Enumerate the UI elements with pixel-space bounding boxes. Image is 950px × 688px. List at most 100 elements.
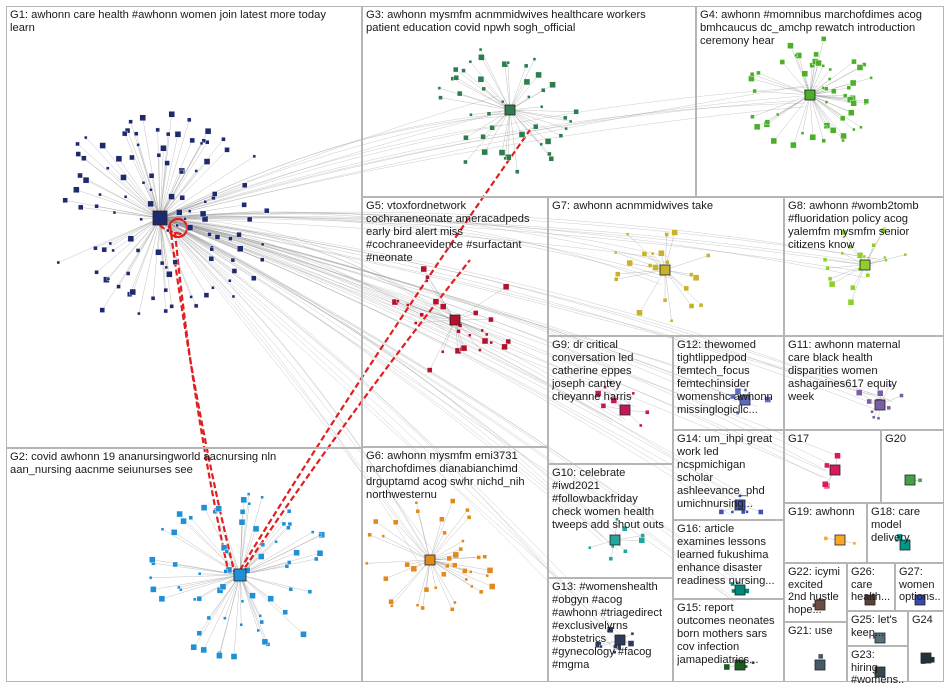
- inter-group-edge: [159, 95, 499, 219]
- node: [850, 284, 856, 291]
- group-g21: G21: use: [784, 622, 847, 682]
- edge: [110, 217, 161, 244]
- inter-group-edge: [159, 217, 465, 325]
- node: [523, 78, 531, 86]
- node: [128, 119, 133, 124]
- node: [216, 652, 223, 659]
- node: [743, 388, 748, 392]
- inter-group-edge: [159, 217, 876, 396]
- edge: [429, 319, 456, 371]
- edge: [208, 574, 241, 619]
- group-g10: G10: celebrate #iwd2021 #followbackfrida…: [548, 464, 673, 578]
- edge: [77, 143, 161, 219]
- inter-group-edge: [159, 217, 433, 552]
- node: [78, 204, 84, 211]
- inter-group-edge: [159, 112, 502, 219]
- node: [515, 169, 520, 174]
- node: [261, 638, 269, 646]
- node: [623, 549, 628, 554]
- hub-node: [914, 594, 926, 606]
- node: [610, 397, 618, 404]
- node: [172, 259, 179, 265]
- inter-group-edge: [159, 217, 834, 466]
- hub-node: [659, 264, 671, 276]
- node: [485, 332, 489, 337]
- node: [149, 188, 153, 192]
- edge: [127, 217, 161, 274]
- edge: [233, 574, 241, 657]
- node: [93, 245, 98, 251]
- group-g2: G2: covid awhonn 19 ananursingworld aacn…: [6, 448, 362, 682]
- node: [698, 302, 704, 308]
- node: [770, 137, 777, 145]
- node: [186, 224, 194, 231]
- node: [193, 303, 199, 309]
- edge: [161, 574, 241, 600]
- edge: [180, 574, 241, 590]
- node: [852, 127, 856, 132]
- edge: [179, 513, 241, 576]
- node: [564, 126, 568, 131]
- edge: [159, 163, 168, 219]
- edge: [864, 230, 884, 266]
- node: [179, 169, 184, 175]
- group-g20: G20: [881, 430, 944, 503]
- inter-group-edge: [159, 217, 744, 387]
- node: [851, 58, 857, 65]
- edge: [509, 109, 552, 159]
- inter-group-edge: [159, 217, 894, 402]
- edge: [99, 194, 161, 219]
- edge: [159, 217, 263, 245]
- node: [155, 249, 162, 256]
- node: [193, 597, 197, 602]
- edge: [157, 129, 161, 219]
- node: [365, 561, 369, 566]
- node: [872, 415, 876, 419]
- node: [158, 595, 166, 603]
- node: [287, 560, 292, 565]
- node: [300, 631, 307, 638]
- node: [310, 530, 315, 534]
- edge: [65, 200, 161, 219]
- node: [671, 229, 678, 236]
- node: [848, 109, 855, 116]
- node: [452, 562, 458, 568]
- hub-node: [152, 210, 168, 226]
- node: [503, 156, 507, 161]
- edge: [509, 109, 562, 136]
- node: [489, 340, 493, 345]
- node: [231, 268, 238, 274]
- edge: [429, 559, 467, 580]
- node: [863, 98, 870, 105]
- edge: [79, 175, 161, 219]
- node: [127, 235, 135, 242]
- node: [631, 391, 636, 396]
- inter-group-edge: [159, 213, 880, 260]
- node: [415, 509, 421, 514]
- edge: [509, 59, 535, 111]
- node: [219, 583, 227, 591]
- node: [917, 478, 923, 483]
- group-g9: G9: dr critical conversation led catheri…: [548, 336, 673, 464]
- node: [692, 274, 700, 282]
- edge: [159, 210, 267, 219]
- node: [801, 70, 808, 77]
- group-g13-label: G13: #womenshealth #obgyn #acog #awhonn …: [552, 581, 663, 671]
- node: [568, 119, 573, 124]
- edge: [159, 134, 169, 219]
- edge: [383, 535, 431, 561]
- edge: [159, 217, 241, 250]
- node: [175, 223, 179, 228]
- node: [207, 232, 212, 237]
- edge: [793, 94, 811, 146]
- edge: [508, 109, 511, 158]
- node: [594, 390, 602, 397]
- inter-group-edge: [159, 217, 828, 472]
- hub-node: [734, 499, 746, 511]
- hub-node: [739, 394, 751, 406]
- inter-group-edge: [159, 217, 632, 404]
- node: [478, 348, 482, 352]
- edge: [395, 522, 431, 561]
- node: [246, 492, 251, 496]
